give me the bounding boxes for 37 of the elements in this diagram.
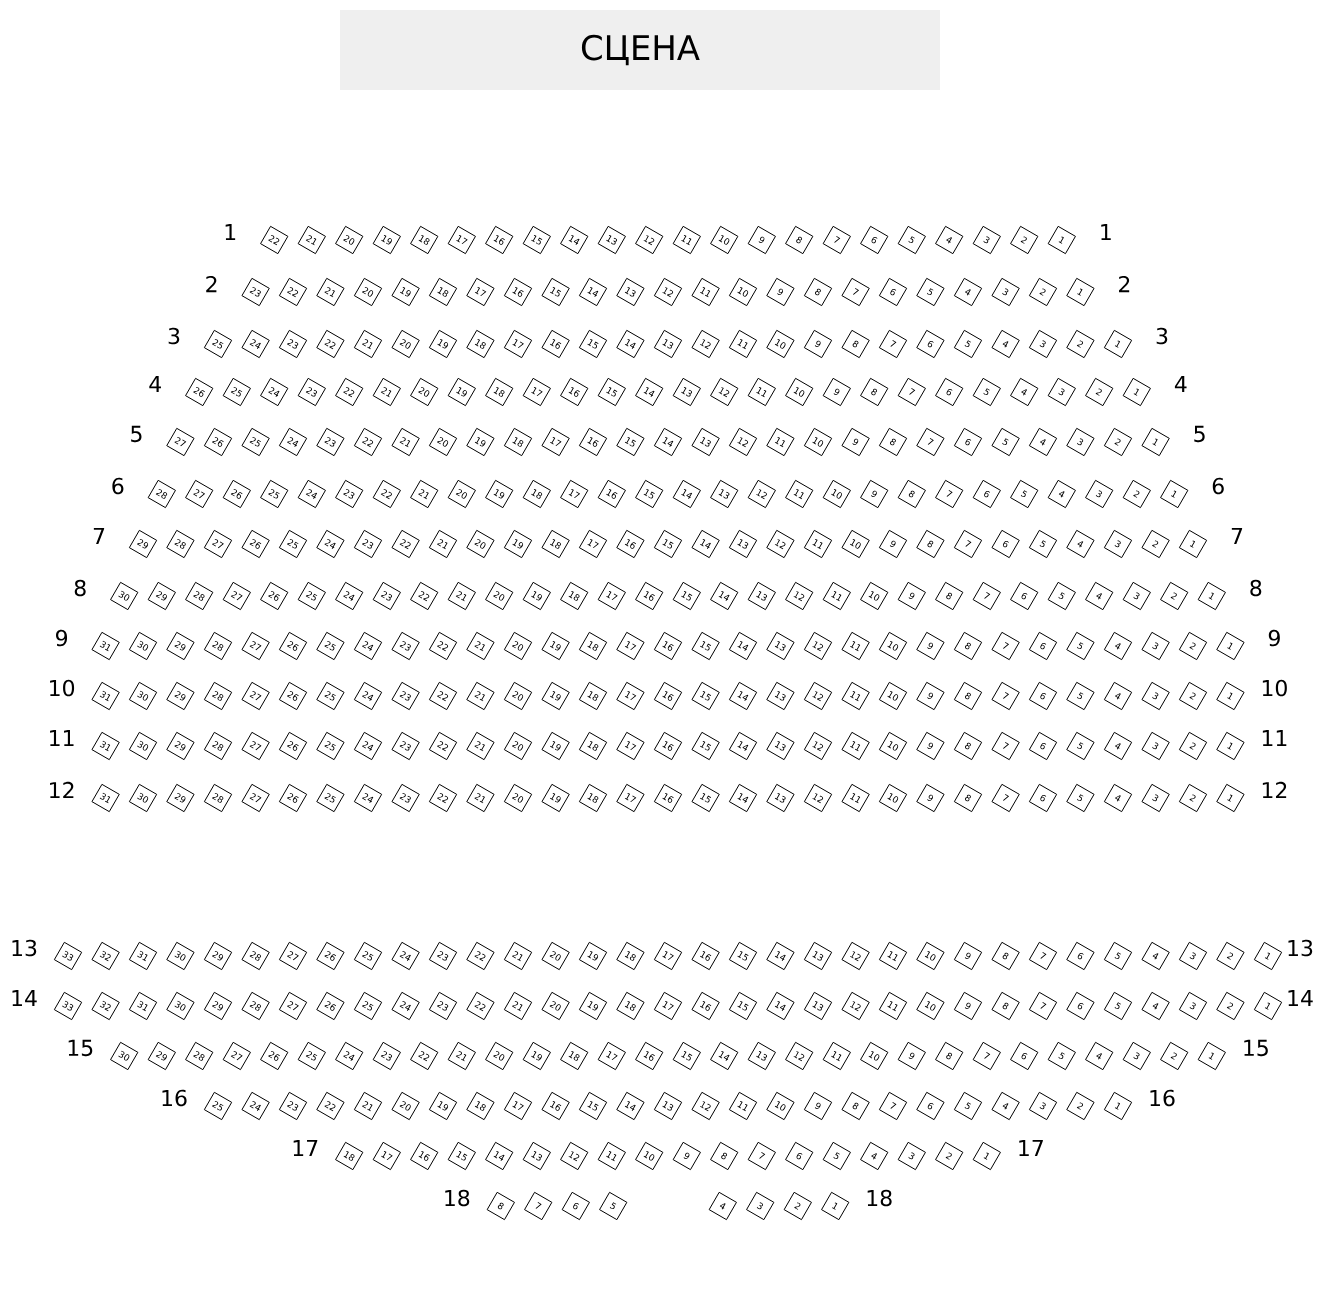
row-number: 12 <box>1262 781 1287 799</box>
row-number: 18 <box>867 1189 892 1207</box>
row-number: 7 <box>93 528 105 544</box>
row-number: 15 <box>1244 1039 1268 1057</box>
row-number: 4 <box>149 376 161 392</box>
row-number: 5 <box>131 425 142 443</box>
row-number: 13 <box>12 939 37 957</box>
row-number: 10 <box>50 679 75 697</box>
row-number: 9 <box>1268 629 1280 647</box>
row-number: 2 <box>1119 275 1130 293</box>
row-number: 11 <box>50 730 74 746</box>
row-number: 7 <box>1231 528 1243 544</box>
row-number: 15 <box>68 1039 93 1057</box>
row-number: 11 <box>1262 730 1287 746</box>
row-number: 6 <box>112 477 124 495</box>
stage: СЦЕНА <box>340 10 940 90</box>
row-number: 16 <box>1150 1089 1175 1107</box>
row-number: 2 <box>206 275 217 293</box>
row-number: 14 <box>12 990 37 1006</box>
row-number: 13 <box>1288 939 1313 957</box>
row-number: 4 <box>1174 376 1187 392</box>
row-number: 1 <box>225 224 236 240</box>
row-number: 3 <box>1156 327 1168 345</box>
row-number: 18 <box>445 1189 470 1207</box>
row-number: 17 <box>293 1140 318 1156</box>
row-number: 9 <box>56 629 68 647</box>
row-number: 6 <box>1212 477 1224 495</box>
row-number: 16 <box>162 1089 187 1107</box>
row-number: 3 <box>168 327 180 345</box>
row-number: 1 <box>1101 224 1111 240</box>
row-number: 5 <box>1194 425 1205 443</box>
row-number: 8 <box>1250 579 1262 597</box>
row-number: 17 <box>1019 1140 1043 1156</box>
row-number: 10 <box>1262 679 1287 697</box>
row-number: 14 <box>1288 990 1313 1006</box>
row-number: 12 <box>50 781 74 799</box>
row-number: 8 <box>74 579 86 597</box>
